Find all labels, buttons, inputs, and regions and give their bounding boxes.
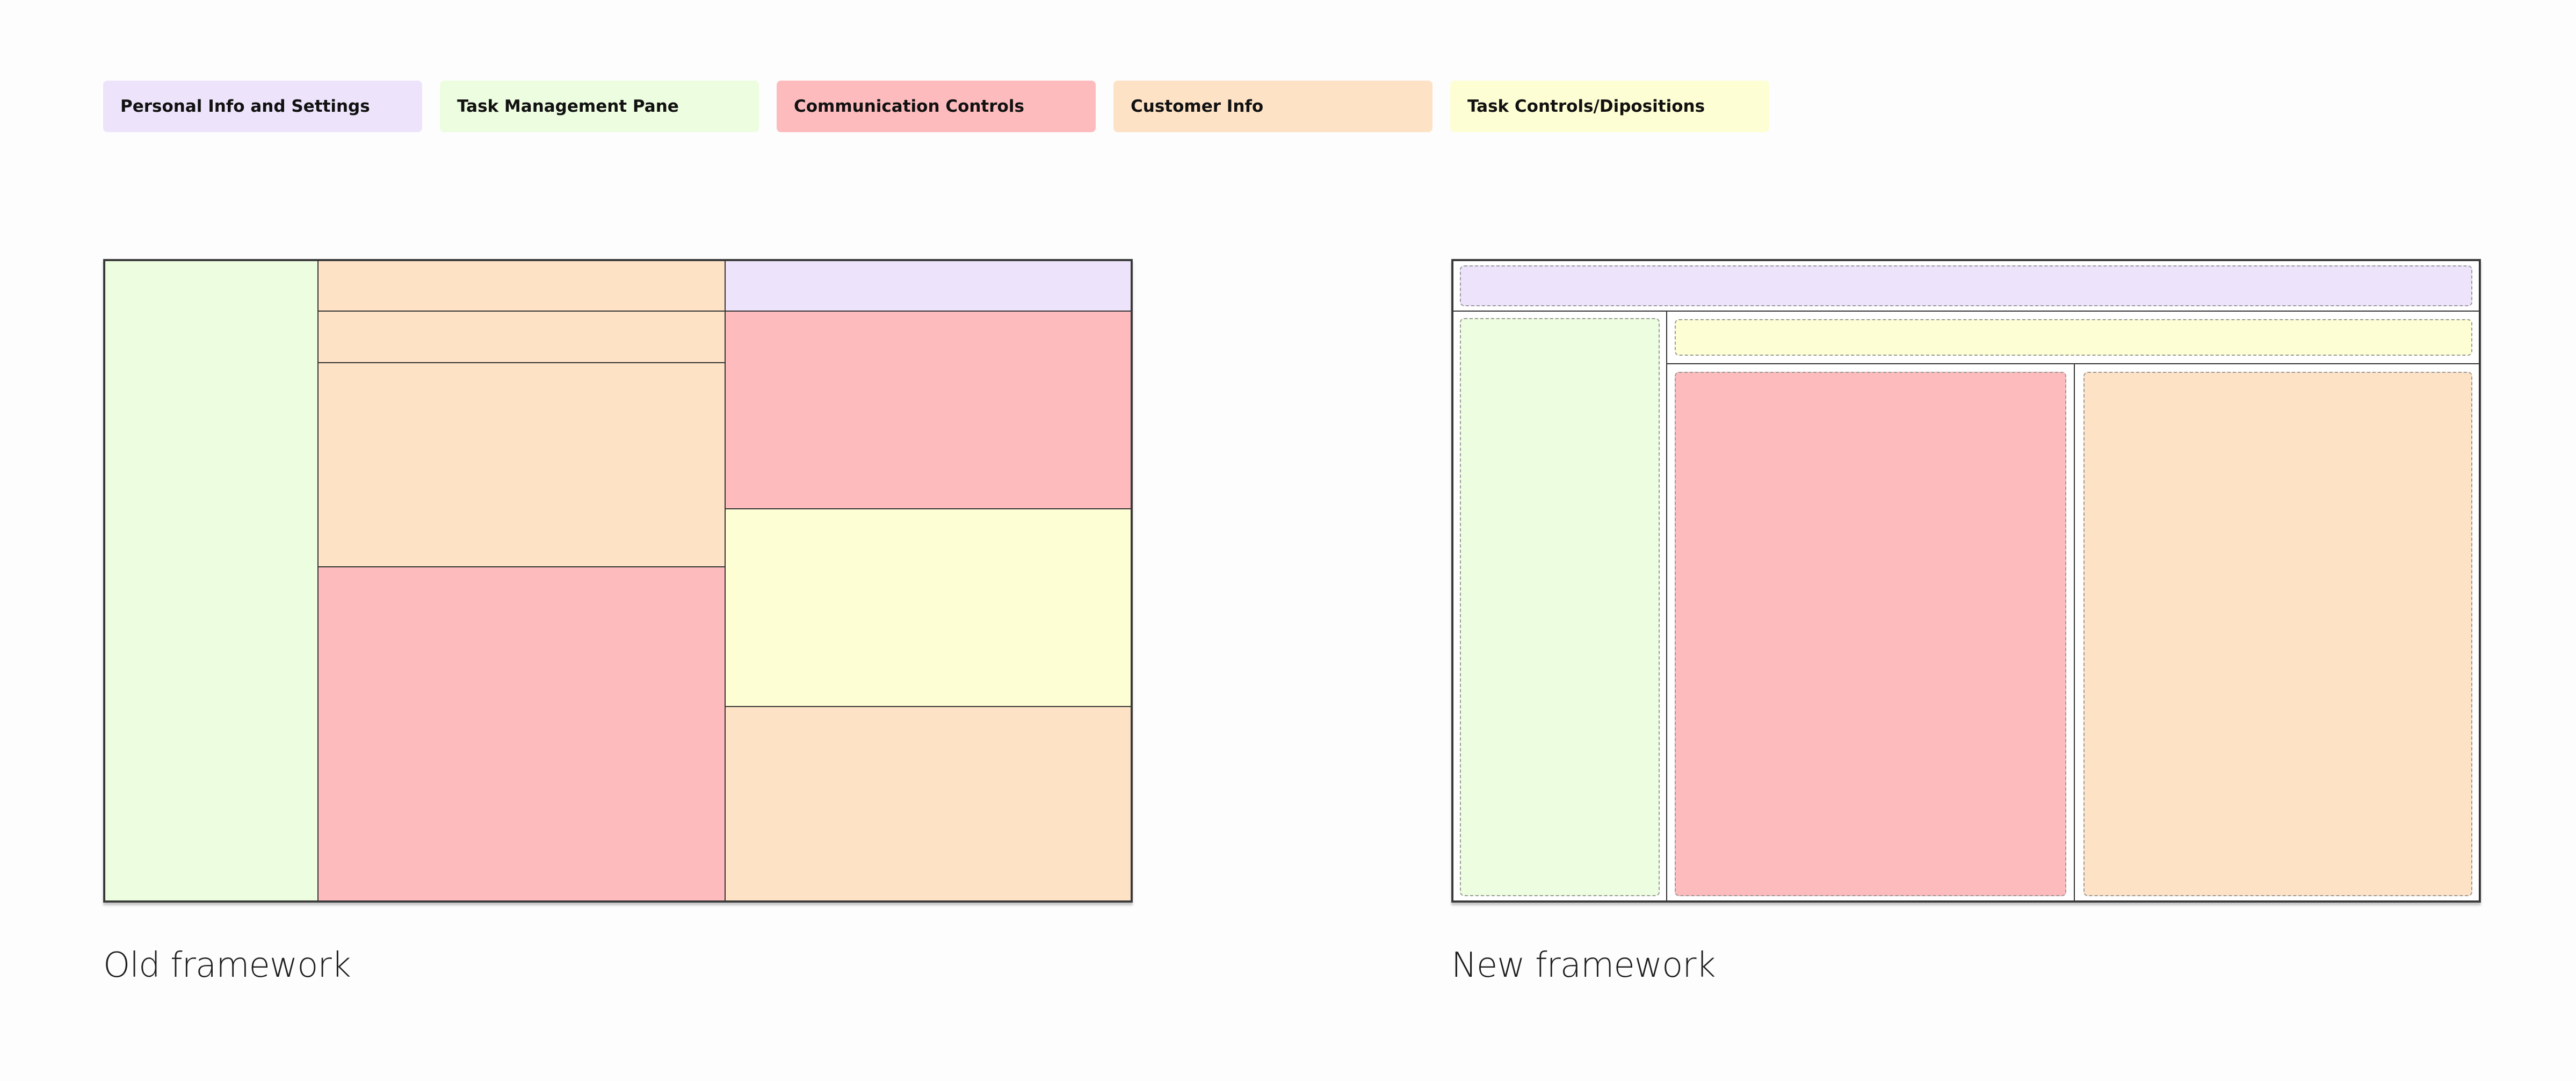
old-customer-info-panel — [725, 706, 1132, 902]
old-customer-info-block — [317, 362, 726, 567]
legend-personal-info: Personal Info and Settings — [103, 81, 422, 132]
legend-task-controls: Task Controls/Dipositions — [1450, 81, 1769, 132]
legend-label: Task Management Pane — [457, 97, 679, 116]
old-framework-diagram — [103, 259, 1133, 903]
legend-label: Task Controls/Dipositions — [1467, 97, 1705, 116]
old-customer-info-row-2 — [317, 311, 726, 363]
new-customer-info-zone — [2083, 372, 2472, 896]
new-customer-info-panel — [2074, 363, 2480, 902]
legend-label: Personal Info and Settings — [120, 97, 370, 116]
legend-task-management: Task Management Pane — [440, 81, 759, 132]
new-task-management-zone — [1460, 318, 1660, 896]
new-task-controls-zone — [1675, 319, 2472, 356]
new-task-controls-panel — [1666, 311, 2480, 364]
legend-communication-controls: Communication Controls — [777, 81, 1096, 132]
new-framework-caption: New framework — [1451, 946, 1716, 985]
old-task-controls-panel — [725, 508, 1132, 707]
old-personal-info-bar — [725, 260, 1132, 312]
legend-label: Communication Controls — [794, 97, 1024, 116]
new-header-panel — [1452, 260, 2480, 312]
legend-customer-info: Customer Info — [1113, 81, 1432, 132]
legend-label: Customer Info — [1131, 97, 1264, 116]
new-personal-info-zone — [1460, 265, 2472, 306]
old-task-management-pane — [104, 260, 319, 902]
old-communication-controls-block — [317, 566, 726, 902]
new-communication-panel — [1666, 363, 2075, 902]
new-communication-controls-zone — [1675, 372, 2066, 896]
new-sidebar-panel — [1452, 311, 1667, 902]
old-customer-info-row-1 — [317, 260, 726, 312]
new-framework-diagram — [1451, 259, 2481, 903]
old-communication-controls-panel — [725, 311, 1132, 509]
old-framework-caption: Old framework — [103, 946, 351, 985]
